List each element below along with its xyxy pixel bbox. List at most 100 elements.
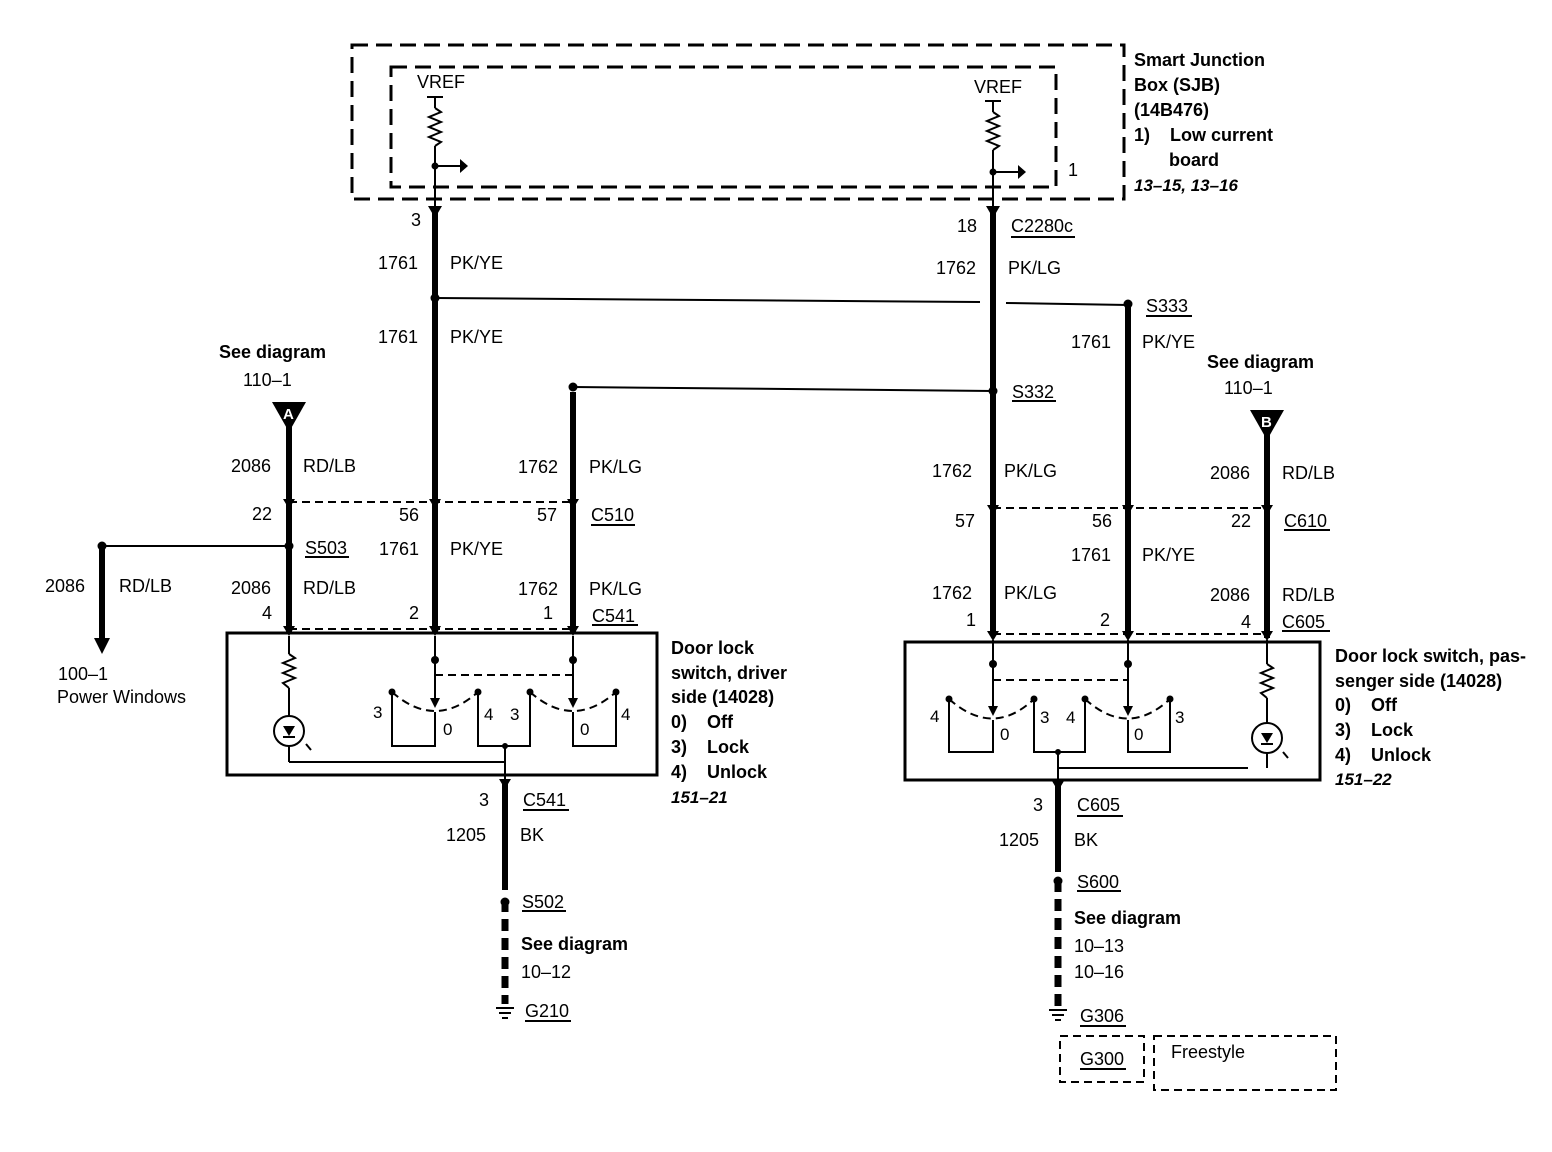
right-sjb-pin: 18: [957, 216, 977, 236]
pass-ground-g300: G300: [1080, 1049, 1124, 1069]
pass-mode-lock: 3) Lock: [1335, 720, 1414, 740]
pass-lower-2086: 2086: [1210, 585, 1250, 605]
pass-pin-56: 56: [1092, 511, 1112, 531]
passenger-door-lock-switch: 4 0 3 4 0 3: [903, 640, 1322, 782]
right-connector-c2280c: C2280c: [1011, 216, 1073, 236]
driver-lower-1762: 1762: [518, 579, 558, 599]
vref-left-label: VREF: [417, 72, 465, 92]
pass-ground-pin: 3: [1033, 795, 1043, 815]
pass-lower-pklg: PK/LG: [1004, 583, 1057, 603]
pass-conn-c605: C605: [1282, 612, 1325, 632]
pass-ground-ref-2: 10–16: [1074, 962, 1124, 982]
driver-mid-color: PK/LG: [589, 457, 642, 477]
pass-pk-color: PK/YE: [1142, 545, 1195, 565]
pass-ground-g306: G306: [1080, 1006, 1124, 1026]
pass-ground-circuit: 1205: [999, 830, 1039, 850]
power-windows-name: Power Windows: [57, 687, 186, 707]
driver-pin-22: 22: [252, 504, 272, 524]
pass-switch-title-1: Door lock switch, pas-: [1335, 646, 1526, 666]
pass-ground-color: BK: [1074, 830, 1098, 850]
sjb-label-line-2: Box (SJB): [1134, 75, 1220, 95]
sjb-page-ref: 13–15, 13–16: [1134, 176, 1239, 195]
driver-ground-ref: 10–12: [521, 962, 571, 982]
driver-a-circuit: 2086: [231, 456, 271, 476]
left-color-pkye-b: PK/YE: [450, 327, 503, 347]
splice-s332: S332: [1012, 382, 1054, 402]
pass-pos-0b: 0: [1134, 725, 1143, 744]
sjb-label-line-3: (14B476): [1134, 100, 1209, 120]
driver-pos-4b: 4: [621, 705, 630, 724]
pass-lower-1762: 1762: [932, 583, 972, 603]
driver-lower-rdlb: RD/LB: [303, 578, 356, 598]
driver-pin-1: 1: [543, 603, 553, 623]
pass-pin-57: 57: [955, 511, 975, 531]
connectors: [283, 499, 1273, 791]
pass-ground-conn: C605: [1077, 795, 1120, 815]
splice-s600: S600: [1077, 872, 1119, 892]
driver-pos-3a: 3: [373, 703, 382, 722]
sjb-label-line-4: 1) Low current: [1134, 125, 1273, 145]
sjb-pin-1: 1: [1068, 160, 1078, 180]
driver-ground-color: BK: [520, 825, 544, 845]
driver-pin-56: 56: [399, 505, 419, 525]
splice-s502: S502: [522, 892, 564, 912]
pass-pk-circuit: 1761: [1071, 545, 1111, 565]
driver-a-color: RD/LB: [303, 456, 356, 476]
wires: [94, 206, 1270, 1006]
see-diagram-a-ref: 110–1: [243, 370, 292, 390]
see-diagram-b-text: See diagram: [1207, 352, 1314, 372]
power-windows-circuit: 2086: [45, 576, 85, 596]
sjb-label-line-5: board: [1134, 150, 1219, 170]
driver-pos-4a: 4: [484, 705, 493, 724]
driver-ground-pin: 3: [479, 790, 489, 810]
vref-right-label: VREF: [974, 77, 1022, 97]
pass-conn-c610: C610: [1284, 511, 1327, 531]
pass-pin-2: 2: [1100, 610, 1110, 630]
smart-junction-box: VREF VREF 1 Smart Junction Box (SJB) (14…: [350, 43, 1273, 210]
pass-mid-circuit: 1762: [932, 461, 972, 481]
driver-pin-2: 2: [409, 603, 419, 623]
driver-ground-circuit: 1205: [446, 825, 486, 845]
splice-s503: S503: [305, 538, 347, 558]
driver-pos-3b: 3: [510, 705, 519, 724]
driver-pk-color: PK/YE: [450, 539, 503, 559]
driver-switch-page-ref: 151–21: [671, 788, 728, 807]
pass-mode-off: 0) Off: [1335, 695, 1398, 715]
right-color-pklg: PK/LG: [1008, 258, 1061, 278]
driver-conn-c541: C541: [592, 606, 635, 626]
driver-switch-title-3: side (14028): [671, 687, 774, 707]
pass-ground-see: See diagram: [1074, 908, 1181, 928]
pass-mode-unlock: 4) Unlock: [1335, 745, 1432, 765]
diagram-flag-a: A: [272, 402, 306, 432]
left-color-pkye: PK/YE: [450, 253, 503, 273]
driver-door-lock-switch: 3 0 4 3 0 4: [225, 631, 659, 780]
driver-switch-title-2: switch, driver: [671, 663, 787, 683]
pass-pin-22: 22: [1231, 511, 1251, 531]
pass-switch-page-ref: 151–22: [1335, 770, 1392, 789]
driver-conn-c510: C510: [591, 505, 634, 525]
splice-s333: S333: [1146, 296, 1188, 316]
s333-color: PK/YE: [1142, 332, 1195, 352]
driver-switch-title-1: Door lock: [671, 638, 755, 658]
ground-g210-symbol: [496, 1007, 514, 1019]
sjb-label-line-1: Smart Junction: [1134, 50, 1265, 70]
driver-ground-g210: G210: [525, 1001, 569, 1021]
right-circuit-1762: 1762: [936, 258, 976, 278]
pass-pos-4b: 4: [1066, 708, 1075, 727]
driver-mode-lock: 3) Lock: [671, 737, 750, 757]
see-diagram-a-text: See diagram: [219, 342, 326, 362]
s333-circuit: 1761: [1071, 332, 1111, 352]
driver-pos-0a: 0: [443, 720, 452, 739]
pass-pin-1: 1: [966, 610, 976, 630]
left-circuit-1761: 1761: [378, 253, 418, 273]
driver-lower-2086: 2086: [231, 578, 271, 598]
driver-ground-see: See diagram: [521, 934, 628, 954]
pass-pos-3b: 3: [1175, 708, 1184, 727]
driver-lower-pklg: PK/LG: [589, 579, 642, 599]
driver-mid-circuit: 1762: [518, 457, 558, 477]
pass-switch-title-2: senger side (14028): [1335, 671, 1502, 691]
g300-variant-box: [1059, 1035, 1145, 1083]
ground-g306-symbol: [1049, 1009, 1067, 1021]
left-sjb-pin: 3: [411, 210, 421, 230]
